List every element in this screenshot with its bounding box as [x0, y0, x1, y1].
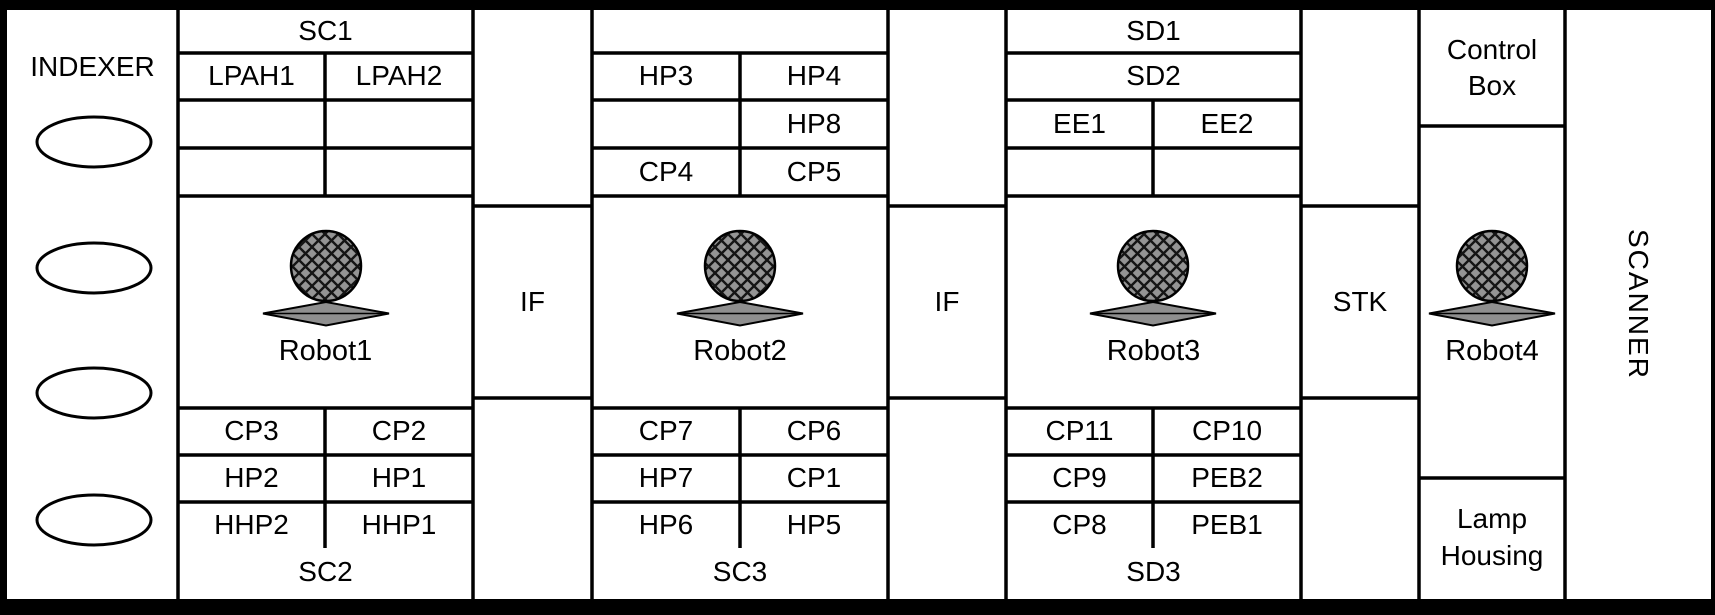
station-hp5: HP5 [786, 508, 842, 540]
station-cp1: CP1 [786, 462, 842, 494]
robot3-label: Robot3 [1106, 335, 1201, 368]
empty-cell [1153, 148, 1301, 196]
station-hp3: HP3 [638, 60, 694, 92]
station-cp4: CP4 [638, 155, 694, 187]
stk-label: STK [1332, 285, 1388, 317]
robot4-icon [1428, 229, 1556, 327]
empty-cell [1006, 148, 1153, 196]
station-cp6: CP6 [786, 415, 842, 447]
station-sc2: SC2 [298, 556, 353, 588]
station-cp9: CP9 [1052, 462, 1107, 494]
station-sc3: SC3 [712, 556, 768, 588]
scanner-label: SCANNER [1623, 229, 1655, 380]
empty-cell [325, 148, 473, 196]
robot1-label: Robot1 [278, 335, 373, 368]
station-hp2: HP2 [224, 462, 279, 494]
lamp-housing-label: Lamp Housing [1440, 503, 1544, 571]
empty-cell [178, 148, 325, 196]
robot1-icon [262, 229, 390, 327]
station-hp1: HP1 [371, 462, 427, 494]
empty-cell [325, 100, 473, 148]
station-lpah1: LPAH1 [208, 60, 295, 92]
station-peb1: PEB1 [1191, 508, 1263, 540]
robot4-label: Robot4 [1445, 335, 1539, 368]
cassette-3-icon [35, 366, 153, 420]
station-hp8: HP8 [786, 107, 842, 139]
cassette-4-icon [35, 493, 153, 547]
control-box-label: Control Box [1446, 33, 1538, 101]
empty-banner [592, 10, 888, 53]
cassette-1-icon [35, 115, 153, 169]
station-hhp1: HHP1 [361, 508, 437, 540]
station-cp5: CP5 [786, 155, 842, 187]
station-sd3: SD3 [1126, 556, 1181, 588]
station-cp11: CP11 [1045, 415, 1114, 447]
empty-cell [178, 100, 325, 148]
indexer-label: INDEXER [30, 50, 155, 82]
station-hhp2: HHP2 [214, 508, 289, 540]
robot2-icon [676, 229, 804, 327]
station-ee1: EE1 [1053, 107, 1106, 139]
station-cp8: CP8 [1052, 508, 1107, 540]
robot3-icon [1089, 229, 1217, 327]
cassette-icons [35, 115, 153, 547]
station-hp4: HP4 [786, 60, 842, 92]
station-lpah2: LPAH2 [355, 60, 443, 92]
station-sc1: SC1 [298, 15, 353, 47]
station-ee2: EE2 [1200, 107, 1254, 139]
station-sd2: SD2 [1126, 60, 1181, 92]
if-right-label: IF [934, 285, 960, 317]
station-hp6: HP6 [638, 508, 694, 540]
station-cp2: CP2 [371, 415, 427, 447]
station-peb2: PEB2 [1191, 462, 1263, 494]
station-cp7: CP7 [638, 415, 694, 447]
if-left-label: IF [520, 285, 545, 317]
cassette-2-icon [35, 241, 153, 295]
station-hp7: HP7 [638, 462, 694, 494]
grid-lines [176, 10, 1567, 599]
station-cp3: CP3 [224, 415, 279, 447]
station-cp10: CP10 [1191, 415, 1263, 447]
station-sd1: SD1 [1126, 15, 1181, 47]
empty-cell [592, 100, 740, 148]
robot2-label: Robot2 [693, 335, 787, 368]
